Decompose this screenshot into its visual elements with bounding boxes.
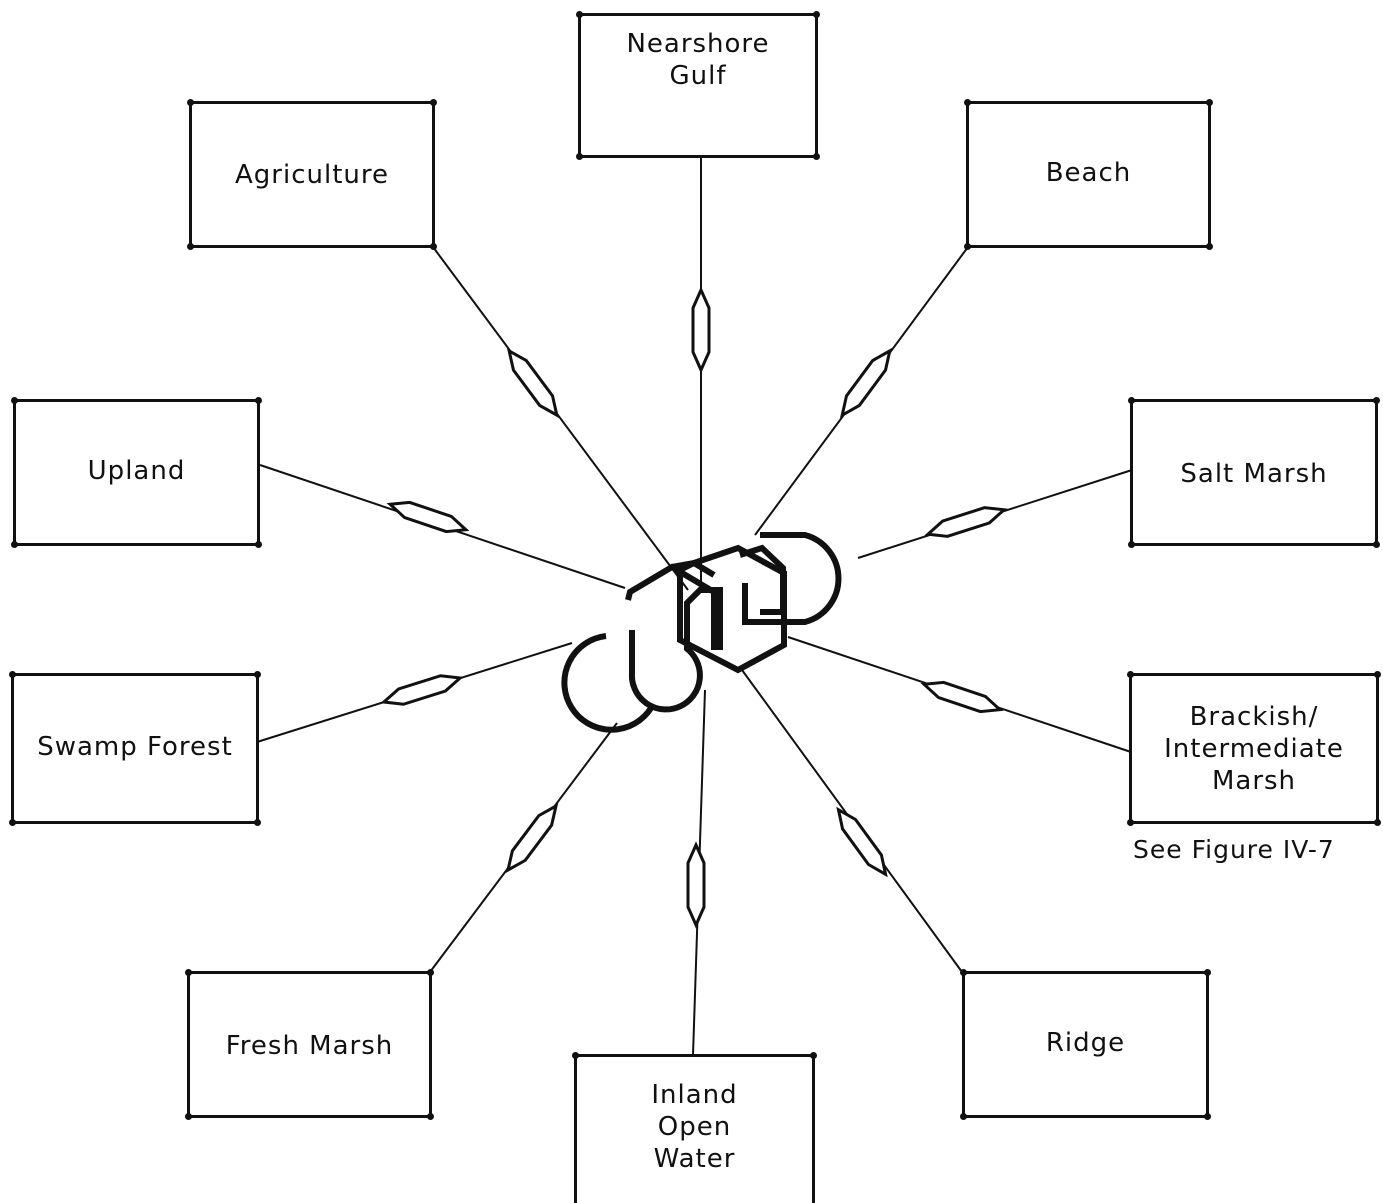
box-inland-open-water: Inland Open Water <box>572 1052 817 1203</box>
label-nearshore-gulf: Nearshore Gulf <box>626 28 770 91</box>
hub-circle-large <box>561 633 654 733</box>
flow-symbol-salt-marsh <box>924 506 1008 538</box>
label-agriculture: Agriculture <box>235 159 389 190</box>
label-salt-marsh: Salt Marsh <box>1180 458 1328 489</box>
label-brackish-marsh: Brackish/ Intermediate Marsh <box>1164 701 1344 796</box>
connector-agriculture <box>432 246 689 591</box>
box-brackish-marsh: Brackish/ Intermediate Marsh <box>1127 671 1381 826</box>
flow-symbol-nearshore-gulf <box>691 286 711 374</box>
box-fresh-marsh: Fresh Marsh <box>185 969 434 1120</box>
flow-symbol-ridge <box>836 806 888 878</box>
box-salt-marsh: Salt Marsh <box>1128 397 1380 548</box>
central-hub-symbol <box>561 532 842 733</box>
hub-circle-small <box>628 630 703 713</box>
label-inland-open-water: Inland Open Water <box>651 1080 738 1174</box>
flow-symbol-fresh-marsh <box>505 803 559 873</box>
label-beach: Beach <box>1045 157 1132 188</box>
hub-d-inner <box>739 544 786 615</box>
box-beach: Beach <box>964 99 1213 250</box>
flow-symbol-inland-open-water <box>686 841 706 929</box>
flow-symbol-upland <box>386 500 470 534</box>
label-swamp-forest: Swamp Forest <box>37 731 233 762</box>
box-ridge: Ridge <box>960 969 1211 1120</box>
box-swamp-forest: Swamp Forest <box>9 671 261 826</box>
figure-reference-note: See Figure IV-7 <box>1133 835 1335 864</box>
flow-symbol-agriculture <box>506 347 560 419</box>
hub-d-shape <box>742 532 842 625</box>
flow-symbol-brackish-marsh <box>920 680 1004 714</box>
box-nearshore-gulf: Nearshore Gulf <box>576 11 820 160</box>
box-upland: Upland <box>11 397 262 548</box>
box-agriculture: Agriculture <box>187 99 437 250</box>
label-ridge: Ridge <box>1045 1027 1126 1058</box>
flow-symbol-beach <box>840 347 892 419</box>
label-fresh-marsh: Fresh Marsh <box>225 1030 394 1061</box>
flow-symbol-swamp-forest <box>380 674 464 706</box>
hub-bracket <box>684 587 723 650</box>
label-upland: Upland <box>87 455 186 486</box>
